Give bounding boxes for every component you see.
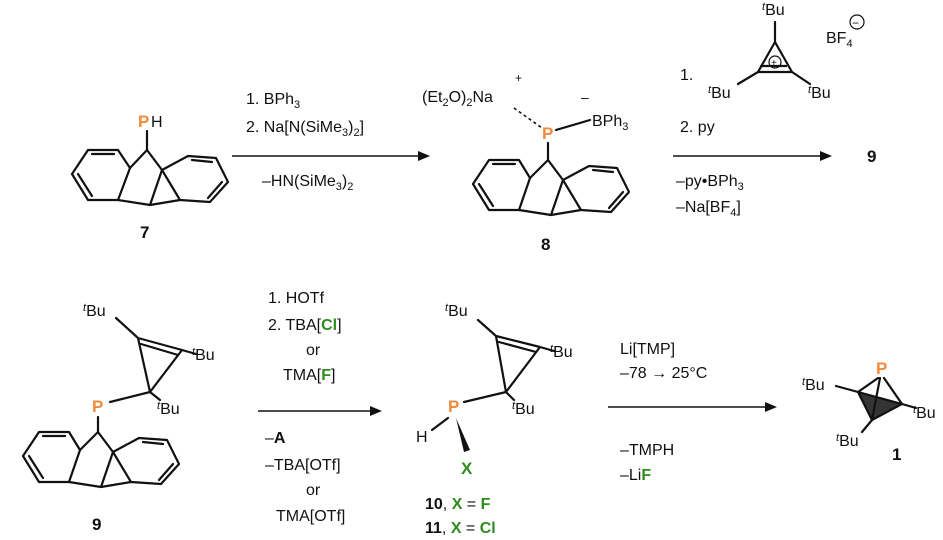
label-11: 11, X = Cl (425, 520, 496, 537)
svg-text:tBu: tBu (157, 400, 180, 418)
svg-text:BPh3: BPh3 (592, 113, 628, 133)
hydrogen-atom: H (416, 429, 428, 446)
arrow-head-1 (418, 151, 430, 161)
phosphorus-atom: P (876, 359, 887, 378)
compound-1: P tBu tBu tBu 1 (802, 359, 936, 464)
svg-text:1. BPh3: 1. BPh3 (246, 91, 300, 111)
svg-text:2. Na[N(SiMe3)2]: 2. Na[N(SiMe3)2] (246, 119, 364, 139)
arrow-head-2 (820, 151, 832, 161)
substituent-x: X (461, 459, 473, 478)
svg-text:–LiF: –LiF (620, 467, 651, 484)
step3-conditions: 1. HOTf 2. TBA[Cl] or TMA[F] –A –TBA[OTf… (265, 290, 345, 525)
svg-text:+: + (771, 58, 777, 69)
svg-text:BF4: BF4 (826, 30, 853, 50)
svg-text:TMA[F]: TMA[F] (283, 367, 335, 384)
compound-7: P H 7 (70, 112, 230, 242)
svg-text:tBu: tBu (808, 84, 831, 102)
svg-text:tBu: tBu (913, 404, 936, 422)
svg-text:tBu: tBu (802, 376, 825, 394)
svg-text:–HN(SiMe3)2: –HN(SiMe3)2 (262, 173, 353, 193)
svg-text:–TBA[OTf]: –TBA[OTf] (265, 457, 341, 474)
label-10: 10, X = F (425, 496, 491, 513)
svg-text:–A: –A (265, 430, 286, 447)
svg-text:tBu: tBu (83, 302, 106, 320)
compound-label-7: 7 (140, 223, 149, 242)
compound-10-11: tBu tBu tBu P H X 10, X = F 11, X = Cl (416, 302, 573, 537)
svg-text:tBu: tBu (708, 84, 731, 102)
svg-text:–78 → 25°C: –78 → 25°C (620, 365, 707, 382)
svg-text:–TMPH: –TMPH (620, 442, 674, 459)
svg-text:2. py: 2. py (680, 119, 715, 136)
phosphorus-atom: P (542, 124, 553, 143)
svg-text:tBu: tBu (836, 432, 859, 450)
step2-conditions: 1. 2. py –py•BPh3 –Na[BF4] (676, 67, 744, 219)
svg-text:1. HOTf: 1. HOTf (268, 290, 325, 307)
svg-text:+: + (515, 71, 522, 85)
svg-text:TMA[OTf]: TMA[OTf] (276, 508, 345, 525)
product-label-9: 9 (867, 147, 876, 166)
phosphorus-atom: P (138, 112, 149, 131)
svg-text:or: or (306, 342, 321, 359)
svg-text:2. TBA[Cl]: 2. TBA[Cl] (268, 317, 342, 334)
svg-text:1.: 1. (680, 67, 693, 84)
phosphorus-atom: P (448, 397, 459, 416)
step4-conditions: Li[TMP] –78 → 25°C –TMPH –LiF (620, 341, 707, 484)
compound-label-9: 9 (92, 515, 101, 534)
compound-9: tBu tBu tBu P 9 (21, 302, 215, 534)
cyclopropenium-reagent: tBu + tBu tBu BF4 − (708, 1, 865, 102)
compound-8: (Et2O)2Na + – P BPh3 8 (422, 71, 631, 254)
svg-text:tBu: tBu (512, 400, 535, 418)
compound-label-1: 1 (892, 445, 901, 464)
svg-text:tBu: tBu (550, 343, 573, 361)
svg-text:tBu: tBu (445, 302, 468, 320)
svg-text:tBu: tBu (192, 346, 215, 364)
svg-text:Li[TMP]: Li[TMP] (620, 341, 675, 358)
phosphorus-atom: P (92, 397, 103, 416)
compound-label-8: 8 (541, 235, 550, 254)
svg-text:(Et2O)2Na: (Et2O)2Na (422, 89, 493, 109)
arrow-head-4 (765, 402, 777, 412)
step1-conditions: 1. BPh3 2. Na[N(SiMe3)2] –HN(SiMe3)2 (246, 91, 364, 193)
svg-text:–: – (581, 89, 589, 105)
svg-text:–Na[BF4]: –Na[BF4] (676, 199, 741, 219)
svg-text:or: or (306, 482, 321, 499)
svg-text:tBu: tBu (762, 1, 785, 19)
svg-text:–py•BPh3: –py•BPh3 (676, 173, 744, 193)
arrow-head-3 (370, 406, 382, 416)
svg-text:−: − (852, 16, 859, 30)
hydrogen-atom: H (151, 114, 163, 131)
